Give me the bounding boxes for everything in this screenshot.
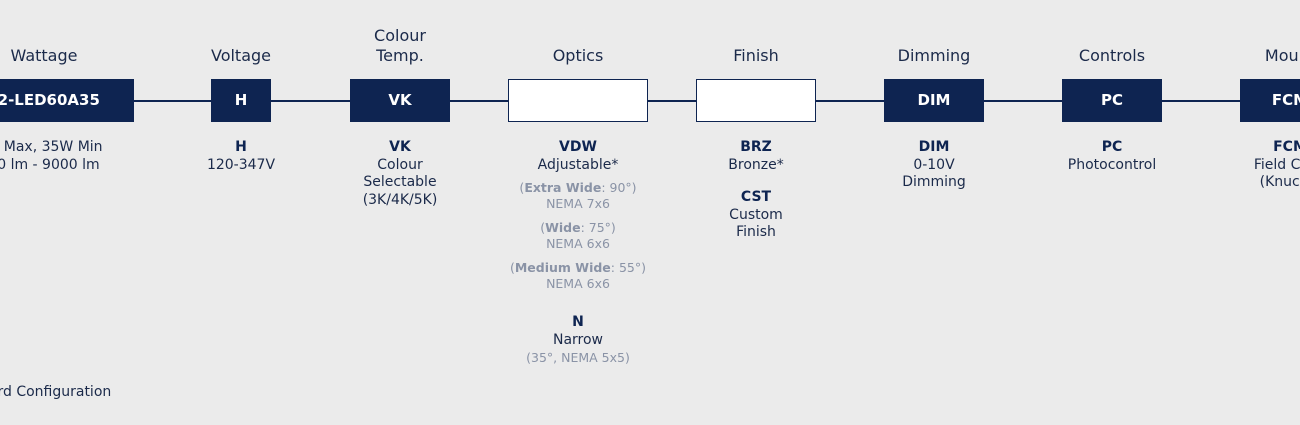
column-header: Finish <box>733 46 779 65</box>
code-box-optics-empty[interactable] <box>508 79 648 122</box>
option-wide: (Wide: 75°) NEMA 6x6 <box>540 220 616 251</box>
option: FCM Field Conv (Knuckle <box>1253 139 1300 190</box>
option-medium-wide: (Medium Wide: 55°) NEMA 6x6 <box>509 260 647 291</box>
option: W Max, 35W Min 00 lm - 9000 lm <box>0 139 103 173</box>
column-header: Controls <box>1078 46 1146 65</box>
code-box-dimming[interactable]: DIM <box>884 79 984 122</box>
code-box-wattage[interactable]: L2-LED60A35 <box>0 79 134 122</box>
option-cst: CST Custom Finish <box>729 189 783 240</box>
option: H 120-347V <box>206 139 276 173</box>
column-header: Dimming <box>897 46 971 65</box>
option: VK Colour Selectable (3K/4K/5K) <box>362 139 438 208</box>
options-voltage: H 120-347V <box>121 139 361 174</box>
option: PC Photocontrol <box>1067 139 1157 173</box>
option-narrow: N Narrow (35°, NEMA 5x5) <box>526 314 630 365</box>
options-mount: FCM Field Conv (Knuckle <box>1170 139 1300 192</box>
options-colour-temp: VK Colour Selectable (3K/4K/5K) <box>280 139 520 209</box>
code-box-mount[interactable]: FCM <box>1240 79 1300 122</box>
option-vdw: VDW Adjustable* <box>537 139 619 173</box>
option-extra-wide: (Extra Wide: 90°) NEMA 7x6 <box>519 180 637 211</box>
options-optics: VDW Adjustable* (Extra Wide: 90°) NEMA 7… <box>458 139 698 367</box>
option-brz: BRZ Bronze* <box>728 139 784 173</box>
column-header: Optics <box>552 46 604 65</box>
column-header: Mount <box>1264 46 1300 65</box>
option: DIM 0-10V Dimming <box>902 139 966 190</box>
column-header: Voltage <box>210 46 271 65</box>
code-box-voltage[interactable]: H <box>211 79 271 122</box>
options-wattage: W Max, 35W Min 00 lm - 9000 lm <box>0 139 164 174</box>
code-box-finish-empty[interactable] <box>696 79 816 122</box>
column-header: Wattage <box>10 46 78 65</box>
footnote-standard-configuration: dard Configuration <box>0 384 112 400</box>
connector-line <box>0 100 1300 102</box>
options-dimming: DIM 0-10V Dimming <box>814 139 1054 192</box>
options-finish: BRZ Bronze* CST Custom Finish <box>636 139 876 242</box>
code-box-controls[interactable]: PC <box>1062 79 1162 122</box>
column-header: Colour Temp. <box>374 26 426 65</box>
options-controls: PC Photocontrol <box>992 139 1232 174</box>
code-box-colour-temp[interactable]: VK <box>350 79 450 122</box>
